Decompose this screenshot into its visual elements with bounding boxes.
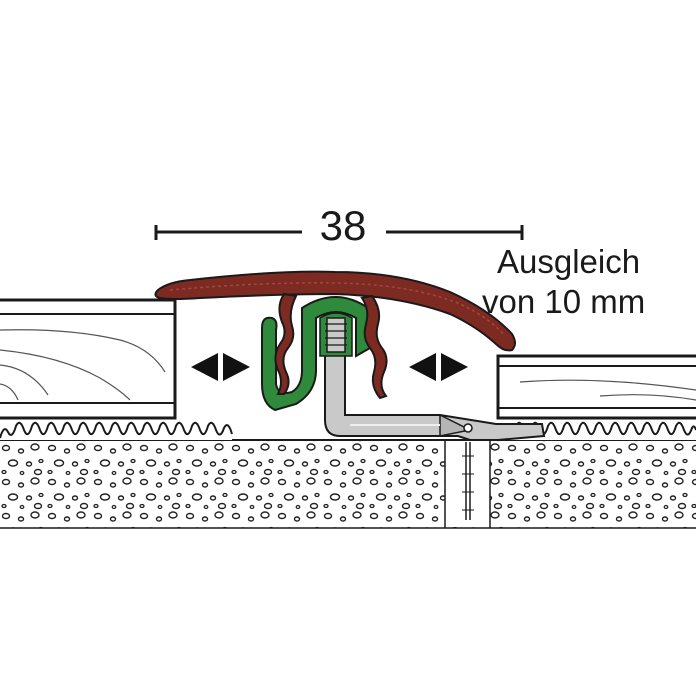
adjustment-note-line-1: Ausgleich — [497, 243, 641, 280]
underlay-left — [0, 420, 233, 440]
dimension-line — [154, 225, 524, 240]
floor-panel-left — [0, 298, 177, 420]
concrete-subfloor — [0, 439, 696, 529]
floor-panel-right — [496, 354, 696, 420]
dowel-screw — [462, 442, 474, 520]
cover-profile — [154, 270, 516, 400]
double-arrow-icon — [191, 353, 250, 381]
double-arrow-icon — [409, 353, 468, 381]
green-clip — [261, 296, 377, 412]
dimension-label: 38 — [319, 202, 367, 249]
adjustment-note-line-2: von 10 mm — [482, 283, 646, 320]
